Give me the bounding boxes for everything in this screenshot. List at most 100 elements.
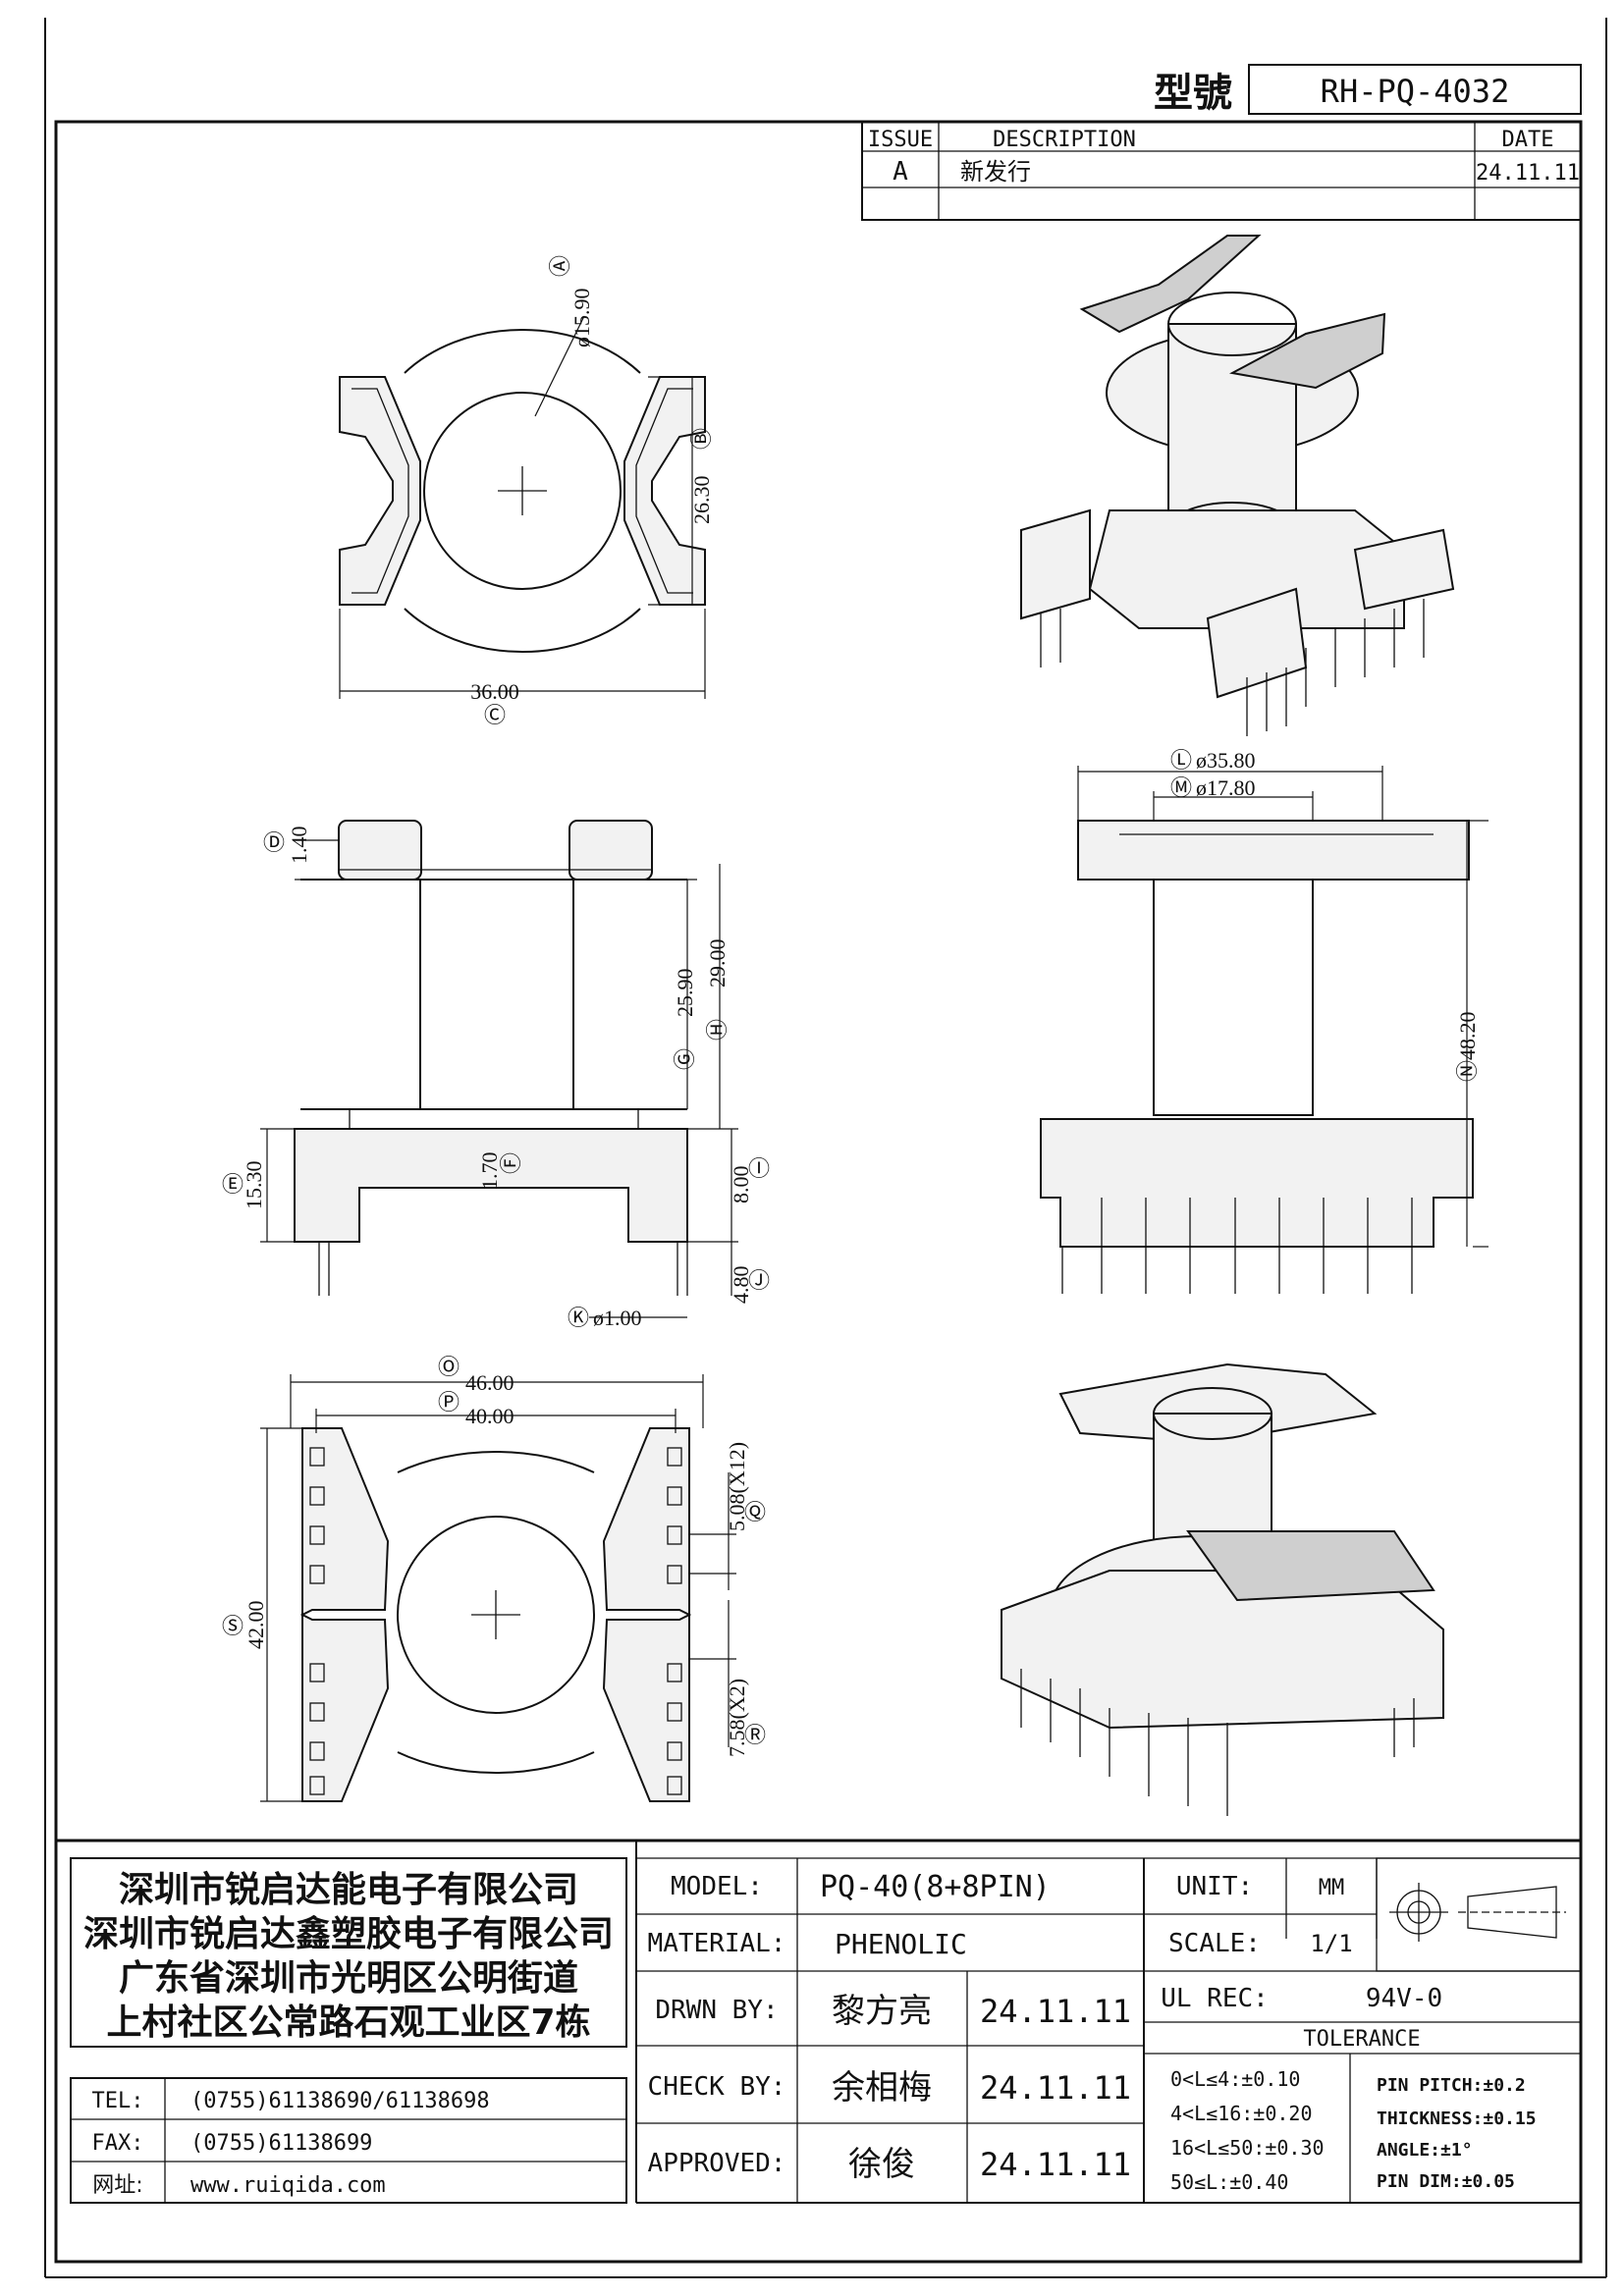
dim-k-marker: Ⓚ [568,1306,589,1330]
scale-value: 1/1 [1310,1930,1352,1957]
material-value: PHENOLIC [835,1928,967,1960]
dim-d-value: 1.40 [287,827,311,865]
drawing-border [44,18,1607,2278]
tolerance-range-3: 16<L≤50:±0.30 [1170,2136,1325,2160]
dim-c-value: 36.00 [470,679,519,704]
lower-iso-pins [1020,1669,1415,1816]
drawn-by: 黎方亮 [832,1992,932,2031]
dim-h-value: 29.00 [705,939,730,988]
web-label: 网址: [92,2173,142,2198]
model-field-value: PQ-40(8+8PIN) [820,1870,1051,1904]
dim-f-value: 1.70 [477,1152,502,1191]
dim-f-marker: Ⓕ [499,1152,523,1174]
upper-iso-pins [1040,599,1425,736]
top-view: Ⓐ ø15.90 26.30 Ⓑ 36.00 Ⓒ [339,255,714,727]
revision-description: 新发行 [960,158,1031,186]
dim-r-value: 7.58(X2) [725,1679,749,1757]
dim-k-value: ø1.00 [593,1306,642,1330]
tel-label: TEL: [92,2089,144,2113]
tolerance-range-2: 4<L≤16:±0.20 [1170,2102,1313,2125]
dim-n-marker: Ⓝ [1455,1060,1480,1082]
dim-a-marker: Ⓐ [548,255,572,277]
dim-n-value: 48.20 [1455,1012,1480,1061]
tolerance-pin-pitch: PIN PITCH:±0.2 [1377,2075,1526,2096]
fax-label: FAX: [92,2131,144,2156]
check-date: 24.11.11 [980,2069,1131,2107]
side-view-pins [1061,1198,1413,1294]
company-line-1: 深圳市锐启达能电子有限公司 [119,1870,578,1910]
title-block: 深圳市锐启达能电子有限公司 深圳市锐启达鑫塑胶电子有限公司 广东省深圳市光明区公… [56,1839,1582,2204]
approved-by: 徐俊 [848,2145,915,2184]
bottom-view: Ⓞ 46.00 Ⓟ 40.00 42.00 Ⓢ 5.08(X12) Ⓠ 7.58… [222,1355,766,1802]
tolerance-range-4: 50≤L:±0.40 [1170,2170,1288,2194]
check-label: CHECK BY: [648,2072,786,2102]
tel-value: (0755)61138690/61138698 [190,2089,490,2113]
fax-value: (0755)61138699 [190,2131,372,2156]
drawn-label: DRWN BY: [655,1996,778,2025]
dim-j-value: 4.80 [729,1266,753,1305]
web-value: www.ruiqida.com [190,2173,386,2198]
tolerance-thickness: THICKNESS:±0.15 [1377,2109,1537,2129]
dim-s-value: 42.00 [244,1601,268,1650]
company-line-4: 上村社区公常路石观工业区7栋 [106,2002,590,2043]
projection-symbol-icon [1389,1883,1566,1942]
dim-o-value: 46.00 [465,1370,514,1395]
approved-date: 24.11.11 [980,2146,1131,2183]
dim-q-marker: Ⓠ [744,1500,766,1524]
tolerance-angle: ANGLE:±1° [1377,2140,1473,2161]
isometric-view-lower [1001,1362,1444,1816]
dim-e-marker: Ⓔ [222,1172,244,1197]
dim-h-marker: Ⓗ [705,1019,730,1041]
ul-value: 94V-0 [1366,1984,1442,2013]
revision-header-issue: ISSUE [868,128,933,152]
dim-s-marker: Ⓢ [222,1614,244,1638]
tolerance-pin-dim: PIN DIM:±0.05 [1377,2171,1515,2192]
dim-j-marker: Ⓙ [748,1268,770,1293]
tolerance-label: TOLERANCE [1303,2027,1420,2052]
revision-header-description: DESCRIPTION [993,128,1136,152]
dim-d-marker: Ⓓ [263,830,285,855]
model-number: RH-PQ-4032 [1321,73,1510,110]
tolerance-range-1: 0<L≤4:±0.10 [1170,2067,1300,2091]
dim-m-value: ø17.80 [1196,775,1256,800]
side-view: Ⓛ ø35.80 Ⓜ ø17.80 48.20 Ⓝ [1040,748,1489,1294]
dim-c-marker: Ⓒ [484,703,506,727]
company-line-2: 深圳市锐启达鑫塑胶电子有限公司 [83,1914,614,1954]
dim-b-value: 26.30 [689,476,714,525]
revision-date: 24.11.11 [1476,161,1580,186]
scale-label: SCALE: [1168,1929,1261,1958]
revision-header-date: DATE [1502,128,1554,152]
material-label: MATERIAL: [648,1929,786,1958]
dim-r-marker: Ⓡ [744,1723,766,1747]
dim-g-marker: Ⓖ [673,1048,697,1070]
check-by: 余相梅 [832,2068,932,2108]
dim-a-value: ø15.90 [569,289,594,348]
revision-table: ISSUE DESCRIPTION DATE A 新发行 24.11.11 [861,121,1582,221]
approved-label: APPROVED: [648,2149,786,2178]
dim-i-value: 8.00 [729,1166,753,1204]
dim-m-marker: Ⓜ [1170,775,1192,800]
unit-value: MM [1319,1876,1345,1900]
dim-p-value: 40.00 [465,1404,514,1428]
bottom-view-pin-pads [309,1447,682,1795]
dim-q-value: 5.08(X12) [725,1442,749,1531]
drawn-date: 24.11.11 [980,1993,1131,2030]
ul-label: UL REC: [1161,1984,1269,2013]
dim-o-marker: Ⓞ [438,1355,460,1379]
dim-l-value: ø35.80 [1196,748,1256,773]
dim-p-marker: Ⓟ [438,1390,460,1415]
model-label: 型號 [1154,71,1232,116]
revision-issue: A [893,157,908,187]
model-field-label: MODEL: [671,1872,763,1901]
front-view: Ⓓ 1.40 25.90 Ⓖ 29.00 Ⓗ 1.70 Ⓕ 15.30 Ⓔ 8.… [222,820,770,1330]
isometric-view-upper [1020,235,1455,736]
dim-g-value: 25.90 [673,969,697,1018]
unit-label: UNIT: [1176,1872,1253,1901]
company-line-3: 广东省深圳市光明区公明街道 [119,1958,578,1999]
header-model-box: 型號 RH-PQ-4032 [1154,64,1582,116]
dim-l-marker: Ⓛ [1170,748,1192,773]
dim-e-value: 15.30 [242,1161,266,1210]
dim-b-marker: Ⓑ [689,428,714,450]
dim-i-marker: Ⓘ [748,1156,770,1181]
